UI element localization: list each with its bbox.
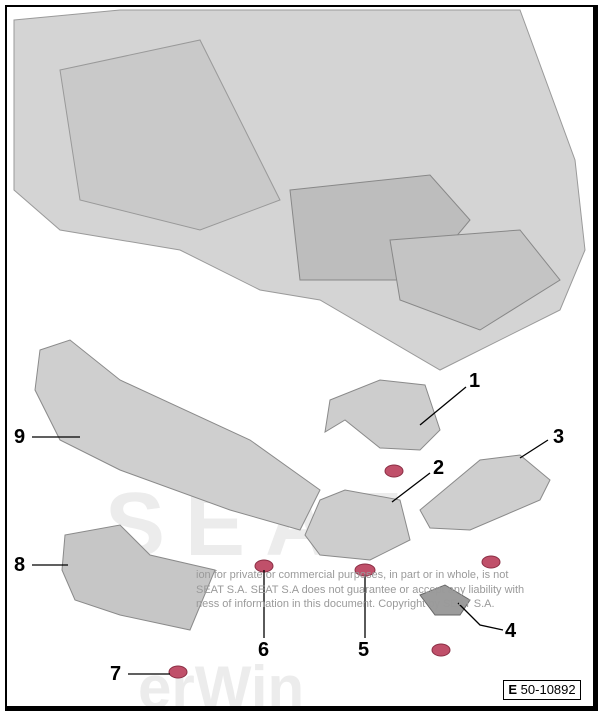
leader-line-3	[519, 439, 549, 459]
callout-9: 9	[14, 426, 26, 448]
callout-2: 2	[433, 457, 445, 479]
part-1-heat-shield	[324, 379, 441, 451]
leader-line-2	[391, 472, 431, 503]
part-3-heat-shield	[419, 454, 551, 531]
watermark-line-1: ion for private or commercial purposes, …	[196, 569, 509, 581]
watermark-logo: erWin	[138, 654, 305, 712]
spare-wheel-well	[389, 229, 561, 331]
part-2-heat-shield	[304, 489, 411, 561]
callout-6: 6	[258, 639, 270, 661]
figure-label-prefix: E	[508, 682, 518, 697]
callout-3: 3	[553, 426, 565, 448]
part-8-heat-shield	[61, 524, 216, 631]
tunnel	[59, 39, 281, 231]
part-7-nut	[168, 665, 188, 679]
leader-line-4	[457, 602, 504, 631]
part-9-heat-shield	[34, 339, 321, 531]
fastener-nut	[431, 643, 451, 657]
callout-7: 7	[110, 663, 122, 685]
leader-line-1	[419, 386, 467, 426]
figure-label-number: 50-10892	[520, 682, 576, 697]
figure-label: E 50-10892	[503, 680, 581, 700]
callout-8: 8	[14, 554, 26, 576]
fastener-nut	[481, 555, 501, 569]
callout-4: 4	[505, 620, 517, 642]
watermark-line-3: ness of information in this document. Co…	[196, 598, 495, 610]
callout-1: 1	[469, 370, 481, 392]
leader-lines	[32, 386, 549, 675]
part-4-bracket	[419, 584, 471, 616]
diagram-border	[5, 5, 598, 711]
fastener-nut	[384, 464, 404, 478]
watermark-line-2: SEAT S.A. SEAT S.A does not guarantee or…	[196, 584, 525, 596]
callout-5: 5	[358, 639, 370, 661]
